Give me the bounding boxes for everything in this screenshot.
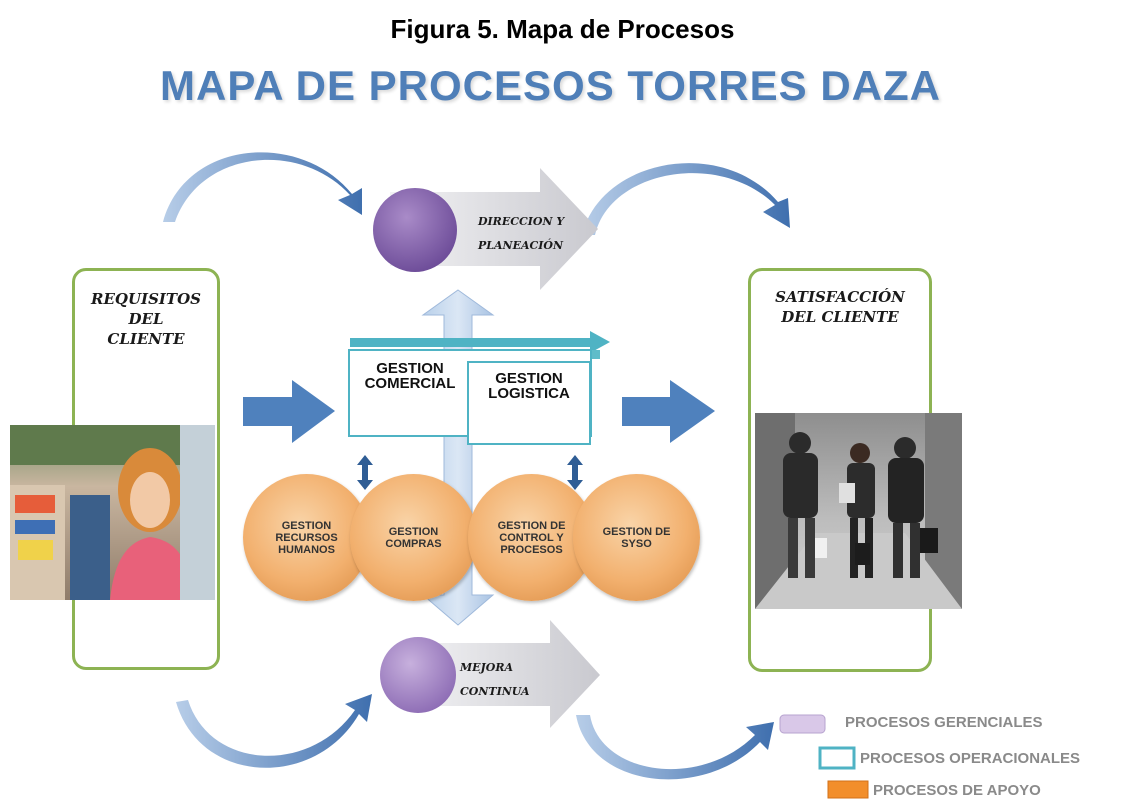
requirements-line-3: CLIENTE [107,330,185,348]
map-title: MAPA DE PROCESOS TORRES DAZA [160,62,941,109]
support-control-line-1: GESTION DE [497,519,566,532]
vertical-double-arrow [421,289,495,626]
shopper-illustration [10,425,215,600]
direction-line-2: PLANEACIÓN [478,239,564,252]
legend-swatch-gerenciales [779,714,826,734]
support-hr-line-3: HUMANOS [278,543,335,556]
direction-planning-label: DIRECCION Y PLANEACIÓN [478,214,578,254]
shopper-photo [10,425,215,600]
improvement-line-2: CONTINUA [460,685,530,698]
requirements-line-1: REQUISITOS [91,290,201,308]
support-syso-line-2: SYSO [621,537,652,550]
support-circle-hr: GESTION RECURSOS HUMANOS [243,474,370,601]
support-circle-syso: GESTION DE SYSO [573,474,700,601]
curved-arrow-bottom-right [576,715,774,780]
support-control-line-2: CONTROL Y [499,531,564,544]
requirements-line-2: DEL [128,310,164,328]
logistics-management-box: GESTION LOGISTICA [467,361,591,445]
commercial-line-2: COMERCIAL [364,375,456,392]
legend-label-apoyo: PROCESOS DE APOYO [873,782,1041,799]
legend-swatch-apoyo [827,780,869,799]
support-hr-line-1: GESTION [281,519,332,532]
customers-photo [755,413,962,609]
satisfaction-line-1: SATISFACCIÓN [775,288,905,306]
logistics-line-2: LOGISTICA [488,385,570,402]
management-circle-bottom [380,637,456,713]
output-flow-arrow [622,380,715,443]
input-flow-arrow [243,380,335,443]
small-double-arrow-right [567,455,583,490]
continuous-improvement-label: MEJORA CONTINUA [460,660,560,700]
commercial-line-1: GESTION [376,360,444,377]
satisfaction-line-2: DEL CLIENTE [781,308,899,326]
improvement-line-1: MEJORA [460,661,514,674]
commercial-bar [350,338,590,347]
support-purchasing-line-2: COMPRAS [385,537,442,550]
commercial-bar-head [590,331,610,353]
support-control-line-3: PROCESOS [500,543,563,556]
direction-line-1: DIRECCION Y [478,215,565,228]
management-arrow-bottom [408,620,600,728]
support-circle-purchasing: GESTION COMPRAS [350,474,477,601]
logistics-line-1: GESTION [495,370,563,387]
figure-title: Figura 5. Mapa de Procesos [390,14,735,44]
small-double-arrow-left [357,455,373,490]
legend-swatch-operacionales [818,746,856,770]
legend-label-operacionales: PROCESOS OPERACIONALES [860,750,1081,767]
support-syso-line-1: GESTION DE [602,525,671,538]
management-circle-top [373,188,457,272]
curved-arrow-top-left [163,152,362,222]
curved-arrow-top-right [582,163,790,235]
curved-arrow-bottom-left [176,694,372,768]
support-purchasing-line-1: GESTION [388,525,439,538]
support-hr-line-2: RECURSOS [275,531,338,544]
customers-illustration [755,413,962,609]
legend-label-gerenciales: PROCESOS GERENCIALES [845,714,1043,731]
